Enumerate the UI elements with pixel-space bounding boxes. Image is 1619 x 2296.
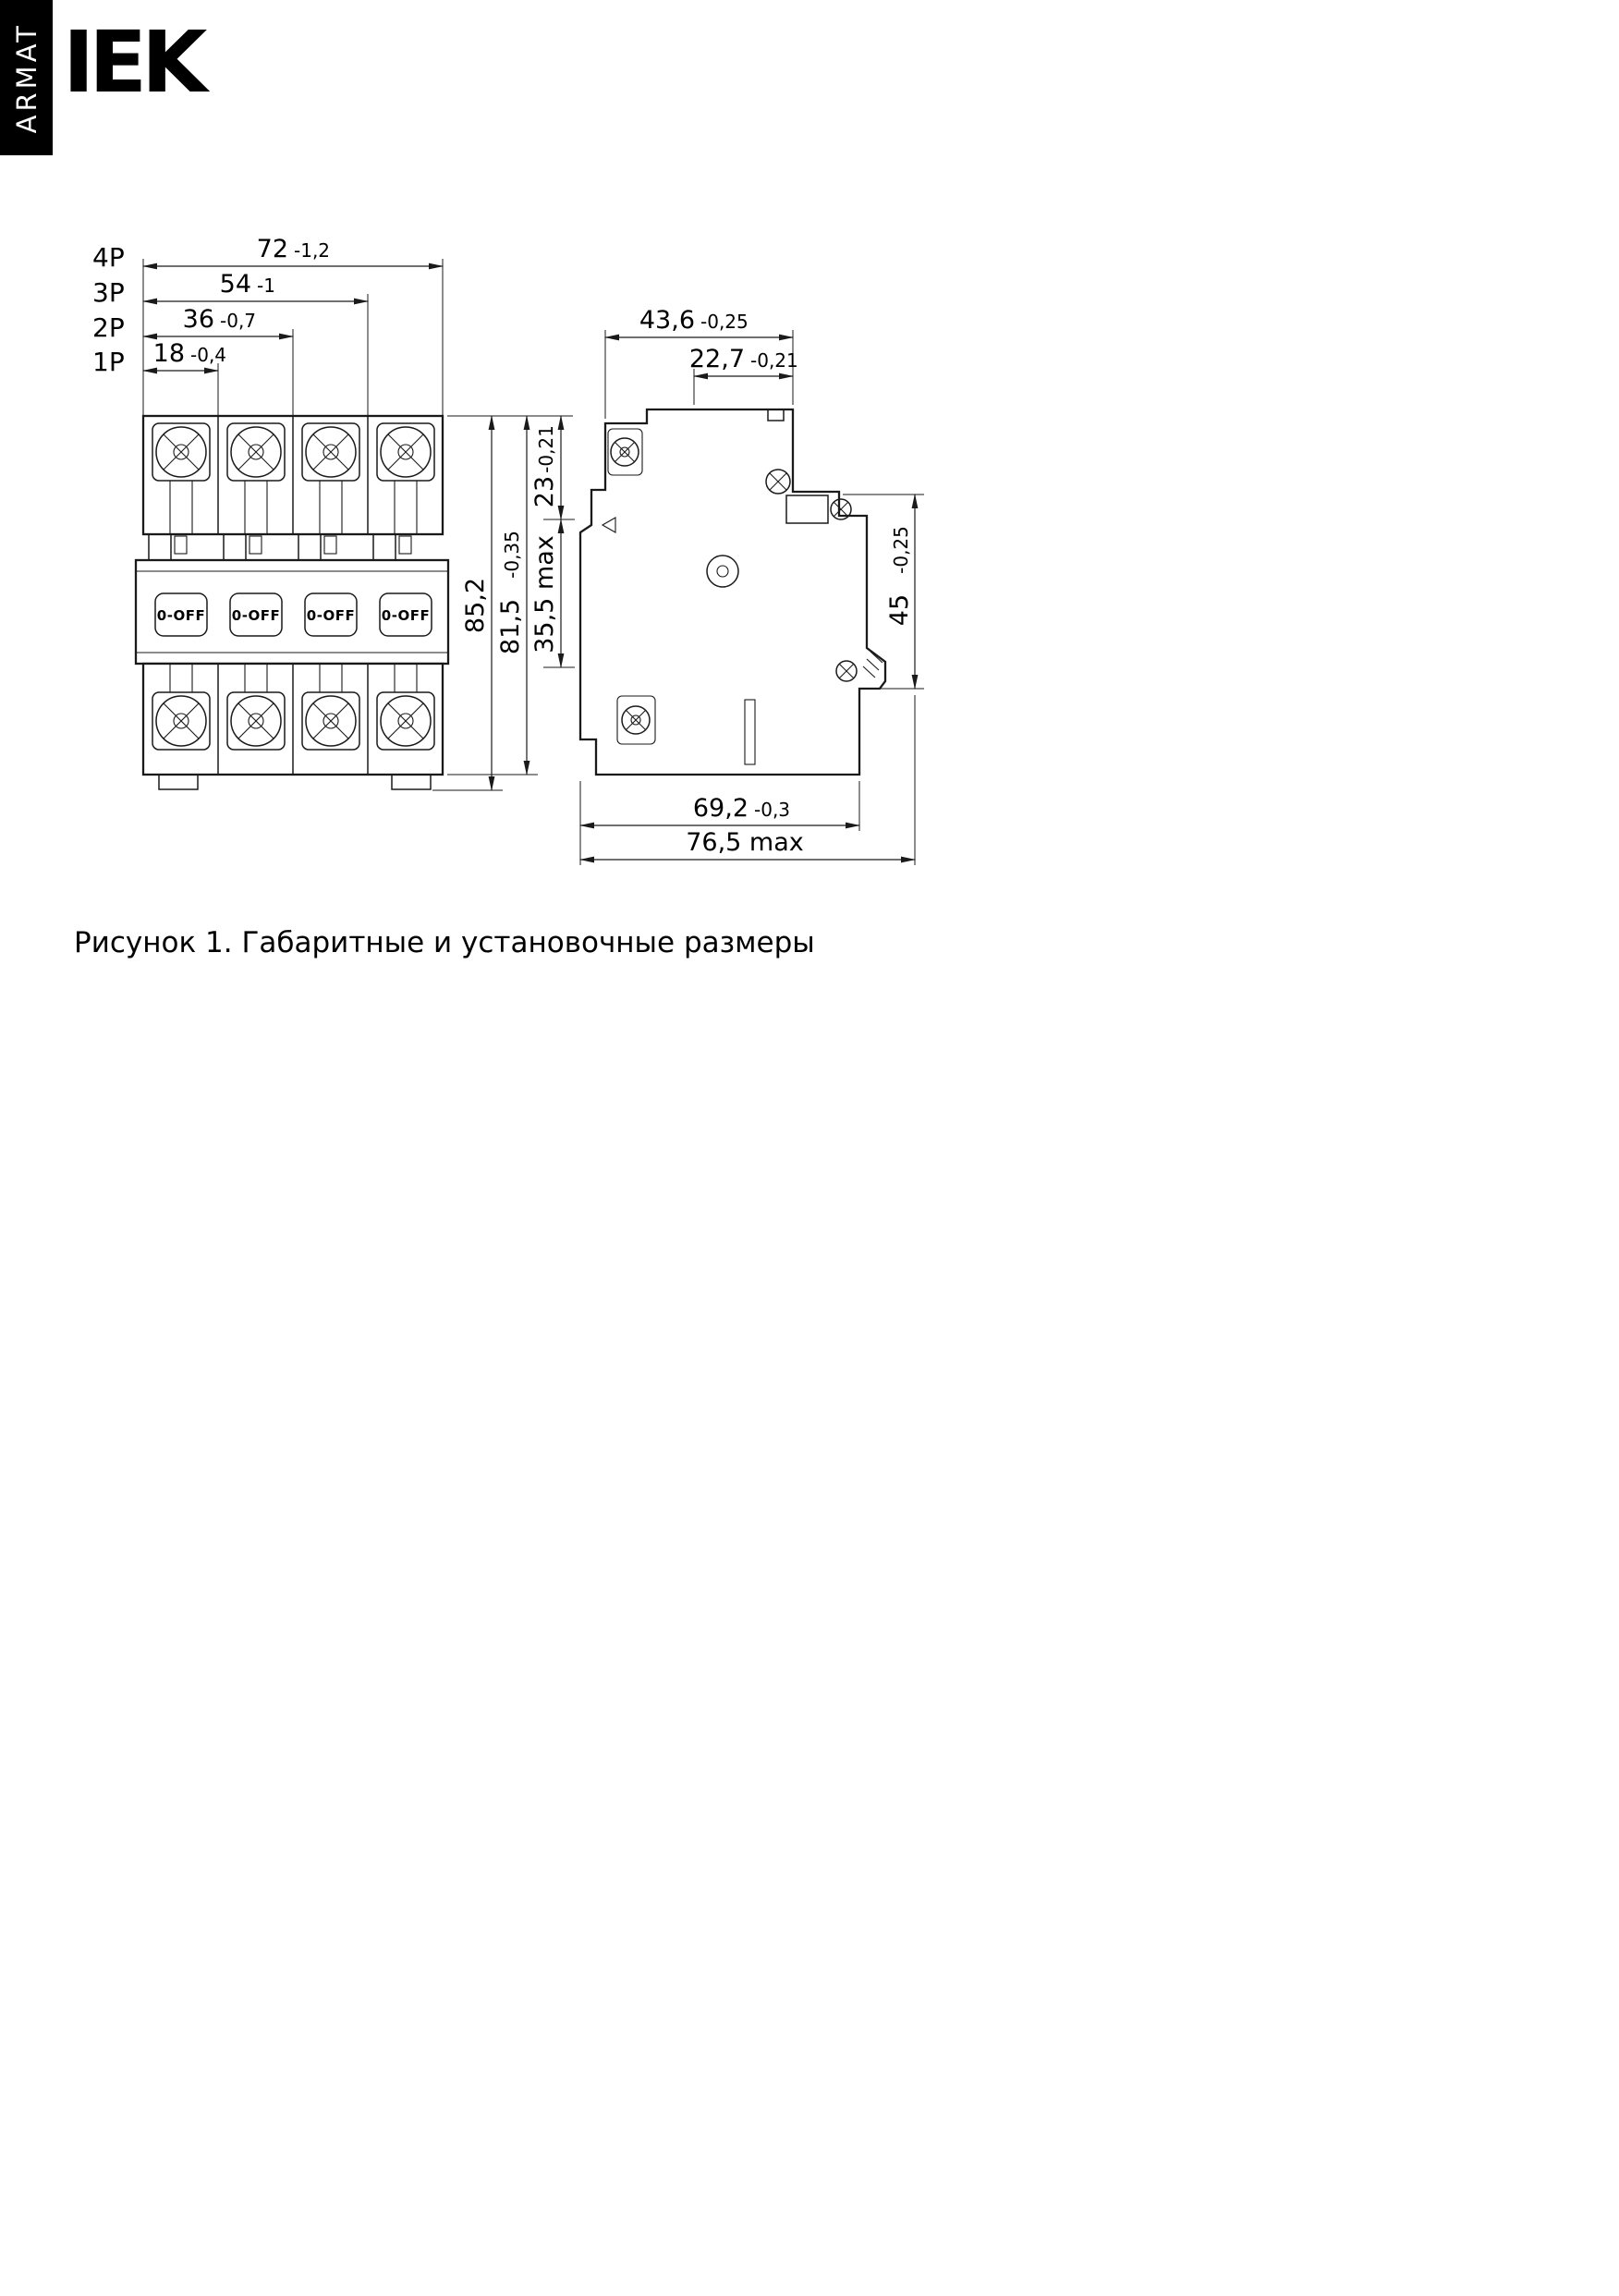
- side-housing-rivets: [706, 469, 858, 682]
- side-view: 43,6 -0,25 22,7 -0,21 45 -0,25 69,: [578, 306, 924, 865]
- front-toggles: 0-OFF 0-OFF 0-OFF 0-OFF: [154, 592, 432, 637]
- dim-value: 18: [153, 339, 185, 368]
- dim-value: 22,7: [689, 345, 745, 373]
- dim-value: 72: [257, 235, 288, 263]
- dim-value: 23: [530, 476, 559, 507]
- brand-series-label: ARMAT: [10, 21, 43, 134]
- rail-hook-window: [785, 495, 829, 524]
- toggle-label: 0-OFF: [157, 607, 205, 624]
- front-view: 0-OFF 0-OFF 0-OFF 0-OFF: [92, 235, 575, 791]
- din-foot-right: [391, 774, 432, 790]
- toggle-label: 0-OFF: [307, 607, 355, 624]
- side-view-body: [578, 408, 887, 776]
- pole-label: 2P: [92, 312, 125, 343]
- toggle-label: 0-OFF: [232, 607, 280, 624]
- top-notch: [767, 409, 785, 421]
- iek-logo: IEK: [63, 13, 207, 112]
- dim-value: 85,2: [461, 578, 490, 633]
- dim-tolerance: -0,3: [754, 799, 790, 821]
- front-view-body: 0-OFF 0-OFF 0-OFF 0-OFF: [134, 414, 450, 790]
- front-bottom-terminals: [152, 664, 435, 751]
- dim-value: 69,2: [693, 794, 749, 823]
- din-foot-left: [158, 774, 199, 790]
- dim-value: 35,5 max: [530, 535, 559, 653]
- front-top-terminals: [152, 422, 435, 534]
- dim-tolerance: -1: [257, 275, 275, 297]
- dim-value: 36: [183, 305, 214, 334]
- front-height-dimensions: 85,2 81,5 -0,35 23 -0,21 35,5 max: [432, 415, 575, 791]
- brand-side-bar: ARMAT: [0, 0, 53, 155]
- side-top-dimensions: 43,6 -0,25 22,7 -0,21: [604, 306, 798, 419]
- dim-tolerance: -0,7: [220, 310, 256, 332]
- dim-value: 45: [885, 594, 914, 626]
- dim-tolerance: -0,21: [750, 349, 798, 372]
- side-top-terminal: [607, 428, 643, 476]
- dim-tolerance: -0,21: [535, 425, 557, 473]
- side-height-dimension: 45 -0,25: [843, 494, 924, 690]
- dimension-drawing: 0-OFF 0-OFF 0-OFF 0-OFF: [92, 235, 924, 865]
- dim-value: 76,5 max: [686, 828, 804, 857]
- pole-label: 4P: [92, 242, 125, 273]
- toggle-label: 0-OFF: [382, 607, 430, 624]
- dim-tolerance: -0,4: [190, 344, 226, 366]
- figure-caption: Рисунок 1. Габаритные и установочные раз…: [74, 926, 815, 959]
- front-terminal-tabs: [148, 533, 412, 561]
- pole-label: 1P: [92, 347, 125, 377]
- dim-tolerance: -0,35: [501, 531, 523, 579]
- dim-tolerance: -1,2: [294, 239, 330, 262]
- dim-value: 54: [220, 270, 251, 299]
- dim-tolerance: -0,25: [890, 526, 912, 574]
- vent-slot: [744, 699, 756, 765]
- side-bottom-dimensions: 69,2 -0,3 76,5 max: [579, 695, 916, 865]
- dim-value: 81,5: [496, 599, 525, 654]
- dim-tolerance: -0,25: [700, 311, 749, 333]
- front-width-dimensions: 4P 3P 2P 1P 72 -1,2 54 -1 36 -0,7 18 -0,…: [92, 235, 444, 416]
- pole-label: 3P: [92, 277, 125, 308]
- side-bottom-terminal: [616, 695, 656, 745]
- din-clip-detail: [601, 517, 883, 678]
- dim-value: 43,6: [639, 306, 695, 335]
